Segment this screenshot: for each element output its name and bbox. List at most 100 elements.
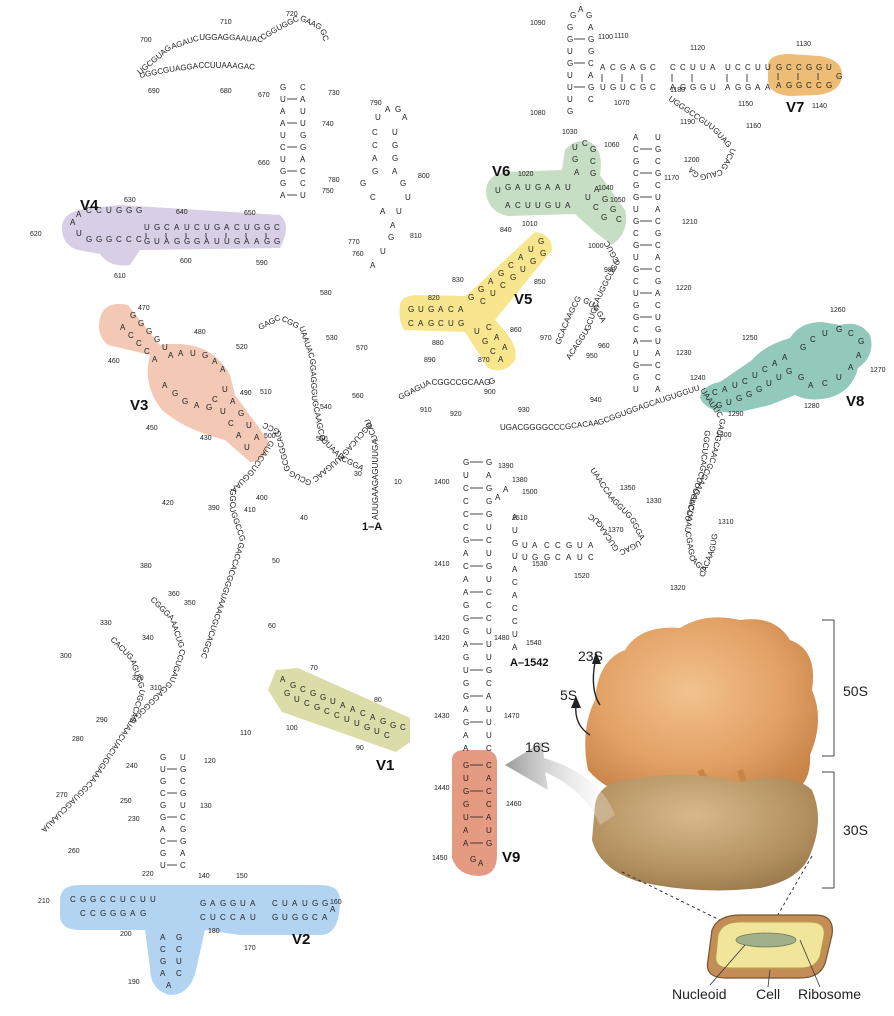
svg-text:A: A [280, 119, 286, 128]
svg-text:A: A [463, 744, 469, 753]
svg-text:G: G [463, 614, 469, 623]
svg-text:C: C [176, 969, 182, 978]
position-number: 210 [38, 898, 50, 905]
svg-text:U: U [396, 207, 402, 216]
svg-text:A: A [380, 207, 386, 216]
position-number: 850 [534, 279, 546, 286]
svg-text:C: C [810, 335, 816, 344]
svg-text:A: A [160, 825, 166, 834]
position-number: 150 [236, 873, 248, 880]
position-number: 910 [420, 407, 432, 414]
svg-text:G: G [588, 35, 594, 44]
svg-text:G: G [463, 692, 469, 701]
svg-text:C: C [96, 206, 102, 215]
svg-text:U: U [463, 774, 469, 783]
five-prime-end-label: 1–A [362, 521, 382, 533]
svg-text:A: A [566, 553, 572, 562]
svg-text:G: G [138, 319, 144, 328]
svg-text:G: G [140, 909, 146, 918]
svg-text:G: G [200, 899, 206, 908]
svg-text:C: C [762, 365, 768, 374]
svg-text:G: G [463, 787, 469, 796]
svg-text:G: G [106, 235, 112, 244]
svg-text:A: A [174, 223, 180, 232]
svg-text:G: G [160, 801, 166, 810]
position-number: 740 [322, 121, 334, 128]
svg-text:G: G [858, 337, 864, 346]
svg-text:G: G [154, 223, 160, 232]
svg-text:G: G [655, 325, 661, 334]
position-number: 310 [150, 685, 162, 692]
svg-text:G: G [463, 800, 469, 809]
svg-text:C: C [633, 229, 639, 238]
svg-text:A: A [212, 357, 218, 366]
svg-text:A: A [236, 431, 242, 440]
svg-text:G: G [184, 237, 190, 246]
svg-text:A: A [512, 643, 518, 652]
position-number: 1350 [620, 485, 636, 492]
svg-text:G: G [100, 909, 106, 918]
svg-text:A: A [160, 933, 166, 942]
svg-text:U: U [302, 899, 308, 908]
position-number: 760 [352, 251, 364, 258]
svg-text:U: U [577, 541, 583, 550]
svg-text:U: U [250, 913, 256, 922]
svg-text:U: U [490, 289, 496, 298]
svg-text:A: A [600, 63, 606, 72]
svg-text:G: G [736, 394, 742, 403]
position-number: 710 [220, 19, 232, 26]
50s-subunit-shape [585, 617, 819, 802]
svg-text:G: G [230, 899, 236, 908]
svg-text:U: U [463, 813, 469, 822]
position-number: 120 [204, 758, 216, 765]
position-number: 1500 [522, 489, 538, 496]
svg-text:C: C [480, 297, 486, 306]
position-number: 1200 [684, 157, 700, 164]
svg-text:A: A [372, 154, 378, 163]
svg-text:C: C [80, 909, 86, 918]
svg-text:U: U [725, 63, 731, 72]
svg-text:U: U [512, 630, 518, 639]
svg-text:A: A [630, 63, 636, 72]
svg-text:C: C [555, 541, 561, 550]
position-number: 40 [300, 515, 308, 522]
svg-text:C: C [180, 861, 186, 870]
position-number: 1050 [610, 197, 626, 204]
svg-text:A: A [856, 351, 862, 360]
position-number: 930 [518, 407, 530, 414]
position-number: 1310 [718, 519, 734, 526]
svg-text:U: U [633, 385, 639, 394]
svg-text:C: C [220, 913, 226, 922]
svg-text:A: A [350, 705, 356, 714]
position-number: 260 [68, 848, 80, 855]
svg-text:C: C [786, 63, 792, 72]
svg-text:U: U [655, 313, 661, 322]
position-number: 940 [590, 397, 602, 404]
position-number: 90 [356, 745, 364, 752]
svg-text:U: U [486, 718, 492, 727]
svg-text:G: G [202, 351, 208, 360]
position-number: 1430 [434, 713, 450, 720]
svg-text:A: A [300, 155, 306, 164]
svg-text:C: C [128, 331, 134, 340]
position-number: 560 [352, 393, 364, 400]
position-number: 1070 [614, 100, 630, 107]
position-number: 240 [126, 763, 138, 770]
svg-text:C: C [212, 395, 218, 404]
svg-text:U: U [176, 957, 182, 966]
svg-text:C: C [200, 913, 206, 922]
svg-text:G: G [470, 855, 476, 864]
svg-text:G: G [655, 229, 661, 238]
svg-text:C: C [372, 141, 378, 150]
svg-text:U: U [633, 253, 639, 262]
position-number: 270 [56, 792, 68, 799]
30s-subunit-shape [592, 774, 819, 891]
position-number: 1280 [804, 403, 820, 410]
svg-text:A: A [498, 355, 504, 364]
svg-text:U: U [280, 131, 286, 140]
svg-text:U: U [565, 183, 571, 192]
helix-700: GU AA UC UG GA CA UU GG AC CU [280, 83, 306, 200]
svg-text:A: A [220, 365, 226, 374]
svg-text:G: G [408, 305, 414, 314]
svg-text:C: C [655, 157, 661, 166]
